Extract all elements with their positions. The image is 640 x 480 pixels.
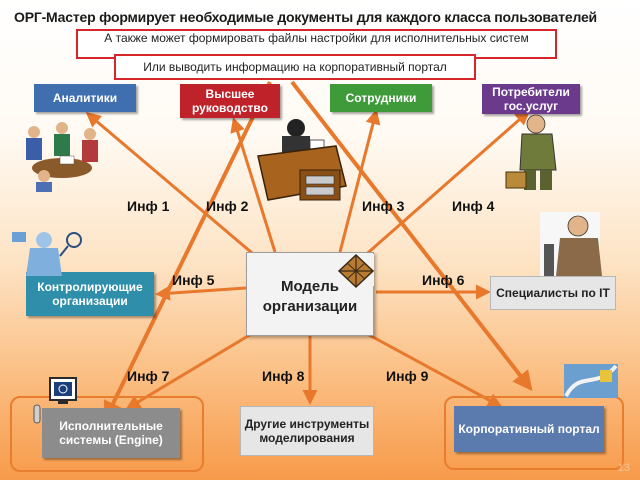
arrow-to-control <box>155 285 247 301</box>
note-portal-output: Или выводить информацию на корпоративный… <box>114 54 476 80</box>
arrow-to-employees <box>338 109 381 253</box>
box-organization-model: Модель организации <box>246 252 374 336</box>
frame-exec-systems <box>10 396 204 472</box>
frame-portal <box>444 396 624 470</box>
arrow-to-gov-consumers <box>361 110 531 260</box>
label-inf-3: Инф 3 <box>362 198 405 214</box>
page-number: 13 <box>617 462 630 474</box>
arrow-to-analysts <box>85 112 259 260</box>
box-top-management: Высшее руководство <box>180 84 280 118</box>
note-arrow-to-exec <box>104 81 272 422</box>
note-arrow-to-portal <box>290 80 533 392</box>
label-inf-5: Инф 5 <box>172 272 215 288</box>
arrow-to-exec-systems <box>125 328 259 410</box>
label-inf-4: Инф 4 <box>452 198 495 214</box>
label-inf-9: Инф 9 <box>386 368 429 384</box>
label-inf-2: Инф 2 <box>206 198 249 214</box>
label-inf-1: Инф 1 <box>127 198 170 214</box>
box-employees: Сотрудники <box>330 84 432 112</box>
box-it-specialists: Специалисты по IT <box>490 276 616 310</box>
arrow-to-portal <box>359 328 503 408</box>
box-control-organizations: Контролирующие организации <box>26 272 154 316</box>
box-exec-systems: Исполнительные системы (Engine) <box>42 408 180 458</box>
label-inf-7: Инф 7 <box>127 368 170 384</box>
box-corporate-portal: Корпоративный портал <box>454 406 604 452</box>
box-gov-consumers: Потребители гос.услуг <box>482 84 580 114</box>
box-analysts: Аналитики <box>34 84 136 112</box>
box-other-tools: Другие инструменты моделирования <box>240 406 374 456</box>
label-inf-6: Инф 6 <box>422 272 465 288</box>
label-inf-8: Инф 8 <box>262 368 305 384</box>
slide-title: ОРГ-Мастер формирует необходимые докумен… <box>14 9 597 25</box>
